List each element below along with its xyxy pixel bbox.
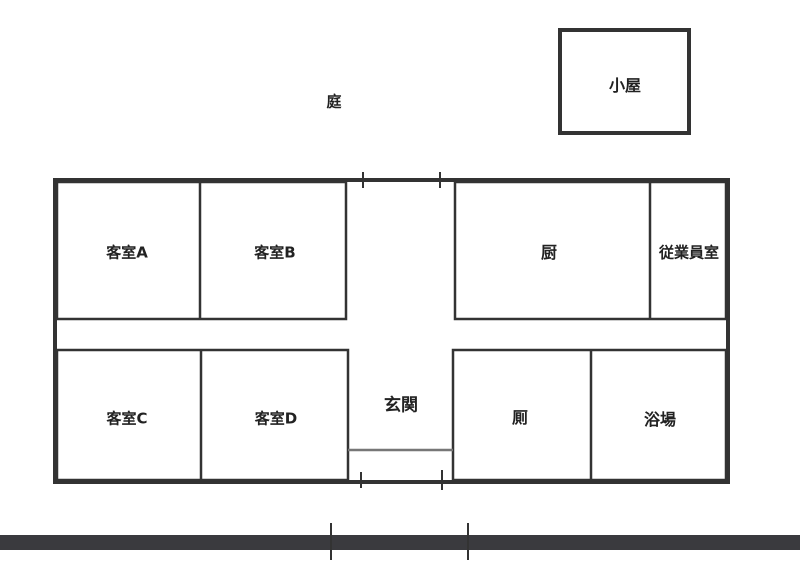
entrance-label: 玄関 bbox=[384, 395, 418, 416]
guest-room-b-label: 客室B bbox=[254, 243, 296, 262]
toilet-label: 厠 bbox=[511, 408, 529, 427]
staff-room-label: 従業員室 bbox=[658, 243, 720, 262]
guest-room-c-label: 客室C bbox=[106, 409, 148, 428]
guest-room-a-label: 客室A bbox=[106, 243, 148, 262]
bath-label: 浴場 bbox=[643, 410, 677, 429]
kitchen-label: 厨 bbox=[540, 243, 558, 262]
guest-block-top bbox=[55, 180, 348, 321]
service-block-top bbox=[453, 180, 728, 321]
guest-block-bottom bbox=[55, 348, 350, 482]
guest-room-d-label: 客室D bbox=[254, 409, 298, 428]
garden-label: 庭 bbox=[326, 92, 342, 111]
hut-outline bbox=[558, 28, 691, 135]
hut-label: 小屋 bbox=[608, 76, 642, 95]
building-outer-wall bbox=[53, 178, 730, 484]
road bbox=[0, 535, 800, 550]
service-block-bottom bbox=[451, 348, 728, 482]
